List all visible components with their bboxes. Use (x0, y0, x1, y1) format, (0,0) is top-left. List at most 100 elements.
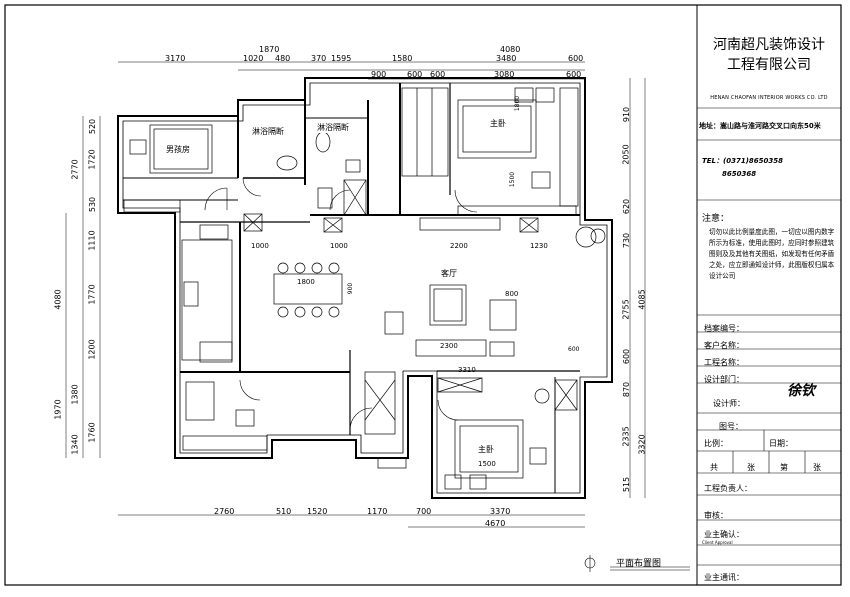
dim-inner: 900 (347, 282, 355, 295)
dim-left: 1110 (87, 230, 97, 251)
dim-inner: 2300 (440, 342, 458, 350)
dim-left: 530 (88, 196, 98, 213)
caption-mark (584, 555, 690, 572)
room-child-label: 男孩房 (166, 145, 190, 154)
dim-top: 3480 (496, 54, 517, 63)
dim-inner: 1000 (251, 242, 269, 250)
dim-inner: 800 (505, 290, 519, 298)
field-client-confirm-en: Client Approval (702, 540, 733, 545)
dim-right: 3320 (637, 434, 647, 455)
doors (204, 177, 478, 431)
dim-top: 1020 (243, 54, 264, 63)
dim-inner: 3310 (458, 366, 476, 374)
title-block: 河南超凡装饰设计 工程有限公司 HENAN CHAOFAN INTERIOR W… (697, 5, 841, 585)
dimension-lines (65, 61, 646, 528)
company-tel: TEL：(0371)8650358 8650368 (702, 155, 783, 181)
dim-inner: 1800 (514, 95, 522, 112)
dim-top: 4080 (500, 45, 521, 54)
dim-bottom: 1170 (367, 507, 388, 516)
dim-inner: 1230 (530, 242, 548, 250)
dim-bottom: 2760 (214, 507, 235, 516)
dim-inner: 2200 (450, 242, 468, 250)
field-designer: 设计师： (713, 399, 745, 408)
dim-right: 730 (622, 232, 632, 249)
dim-top: 600 (407, 70, 423, 79)
field-design-dept: 设计部门： (704, 375, 744, 384)
dim-top: 370 (311, 54, 327, 63)
field-archive-no: 档案编号： (704, 324, 744, 333)
note-title: 注意： (702, 214, 730, 224)
dim-right: 4085 (637, 289, 647, 310)
dim-bottom: 4670 (485, 519, 506, 528)
note-text: 切勿以此比例量度此图，一切应以图内数字所示为标准，使用此图时，应同时参照建筑图则… (709, 228, 835, 280)
company-name: 河南超凡装饰设计 工程有限公司 (697, 35, 841, 75)
field-total-suffix: 张 (747, 463, 755, 472)
dim-left: 4080 (53, 289, 63, 310)
dim-top: 600 (568, 54, 584, 63)
field-client-confirm: 业主确认： (704, 530, 744, 539)
dim-top: 600 (566, 70, 582, 79)
company-name-line1: 河南超凡装饰设计 (713, 37, 825, 53)
company-name-en: HENAN CHAOFAN INTERIOR WORKS CO. LTD (710, 95, 828, 101)
room-master-bottom-label: 主卧 (478, 445, 494, 454)
field-drawing-no: 图号： (719, 422, 743, 431)
field-total-prefix: 共 (710, 463, 718, 472)
dim-left: 520 (88, 118, 98, 135)
company-name-line2: 工程有限公司 (727, 57, 811, 73)
dim-left: 2770 (70, 159, 80, 180)
sheet-border (4, 4, 842, 586)
dim-top: 1595 (331, 54, 352, 63)
dim-top: 900 (371, 70, 387, 79)
tel-line2: 8650368 (722, 170, 757, 178)
field-review: 审核： (704, 511, 728, 520)
dim-right: 910 (622, 106, 632, 123)
dim-top: 3170 (165, 54, 186, 63)
tel-line1: TEL：(0371)8650358 (702, 157, 783, 165)
cabinets (123, 87, 579, 469)
dim-left: 1720 (87, 149, 97, 170)
room-master-top-label: 主卧 (490, 119, 506, 128)
dim-bottom: 1520 (307, 507, 328, 516)
dim-right: 2050 (621, 144, 631, 165)
field-date: 日期： (769, 439, 793, 448)
dim-left: 1340 (70, 434, 80, 455)
dim-top: 600 (430, 70, 446, 79)
dim-bottom: 3370 (490, 507, 511, 516)
field-page-suffix: 张 (813, 463, 821, 472)
dim-left: 1200 (87, 339, 97, 360)
room-bath-top-label: 淋浴隔断 (317, 122, 349, 133)
dim-bottom: 510 (276, 507, 292, 516)
dim-right: 2335 (621, 426, 631, 447)
dim-inner: 1000 (330, 242, 348, 250)
room-living-label: 客厅 (441, 269, 457, 278)
dim-right: 600 (622, 348, 632, 365)
dim-top: 3080 (494, 70, 515, 79)
field-client-contact: 业主通讯： (704, 573, 744, 582)
dim-right: 515 (622, 476, 632, 493)
drawing-caption: 平面布置图 (616, 559, 662, 569)
room-bath-left-label: 淋浴隔断 (252, 126, 284, 137)
field-project-name: 工程名称： (704, 358, 744, 367)
dim-top: 1870 (259, 45, 280, 54)
dim-inner: 1800 (297, 278, 315, 286)
dim-left: 1770 (87, 284, 97, 305)
designer-signature: 徐钦 (787, 383, 815, 399)
dim-inner: 1500 (478, 460, 496, 468)
dim-bottom: 700 (416, 507, 432, 516)
dim-left: 1380 (70, 384, 80, 405)
field-client-name: 客户名称： (704, 341, 744, 350)
dim-right: 870 (622, 381, 632, 398)
field-project-lead: 工程负责人： (704, 484, 752, 493)
dim-left: 1760 (87, 422, 97, 443)
dim-right: 620 (622, 198, 632, 215)
field-scale: 比例： (704, 439, 728, 448)
dim-top: 480 (275, 54, 291, 63)
field-page-prefix: 第 (780, 463, 788, 472)
company-address: 地址：嵩山路与淮河路交叉口向东50米 (699, 122, 821, 130)
dim-right: 2755 (621, 299, 631, 320)
dim-inner: 600 (568, 346, 580, 353)
dim-top: 1580 (392, 54, 413, 63)
title-block-grid (697, 107, 841, 566)
